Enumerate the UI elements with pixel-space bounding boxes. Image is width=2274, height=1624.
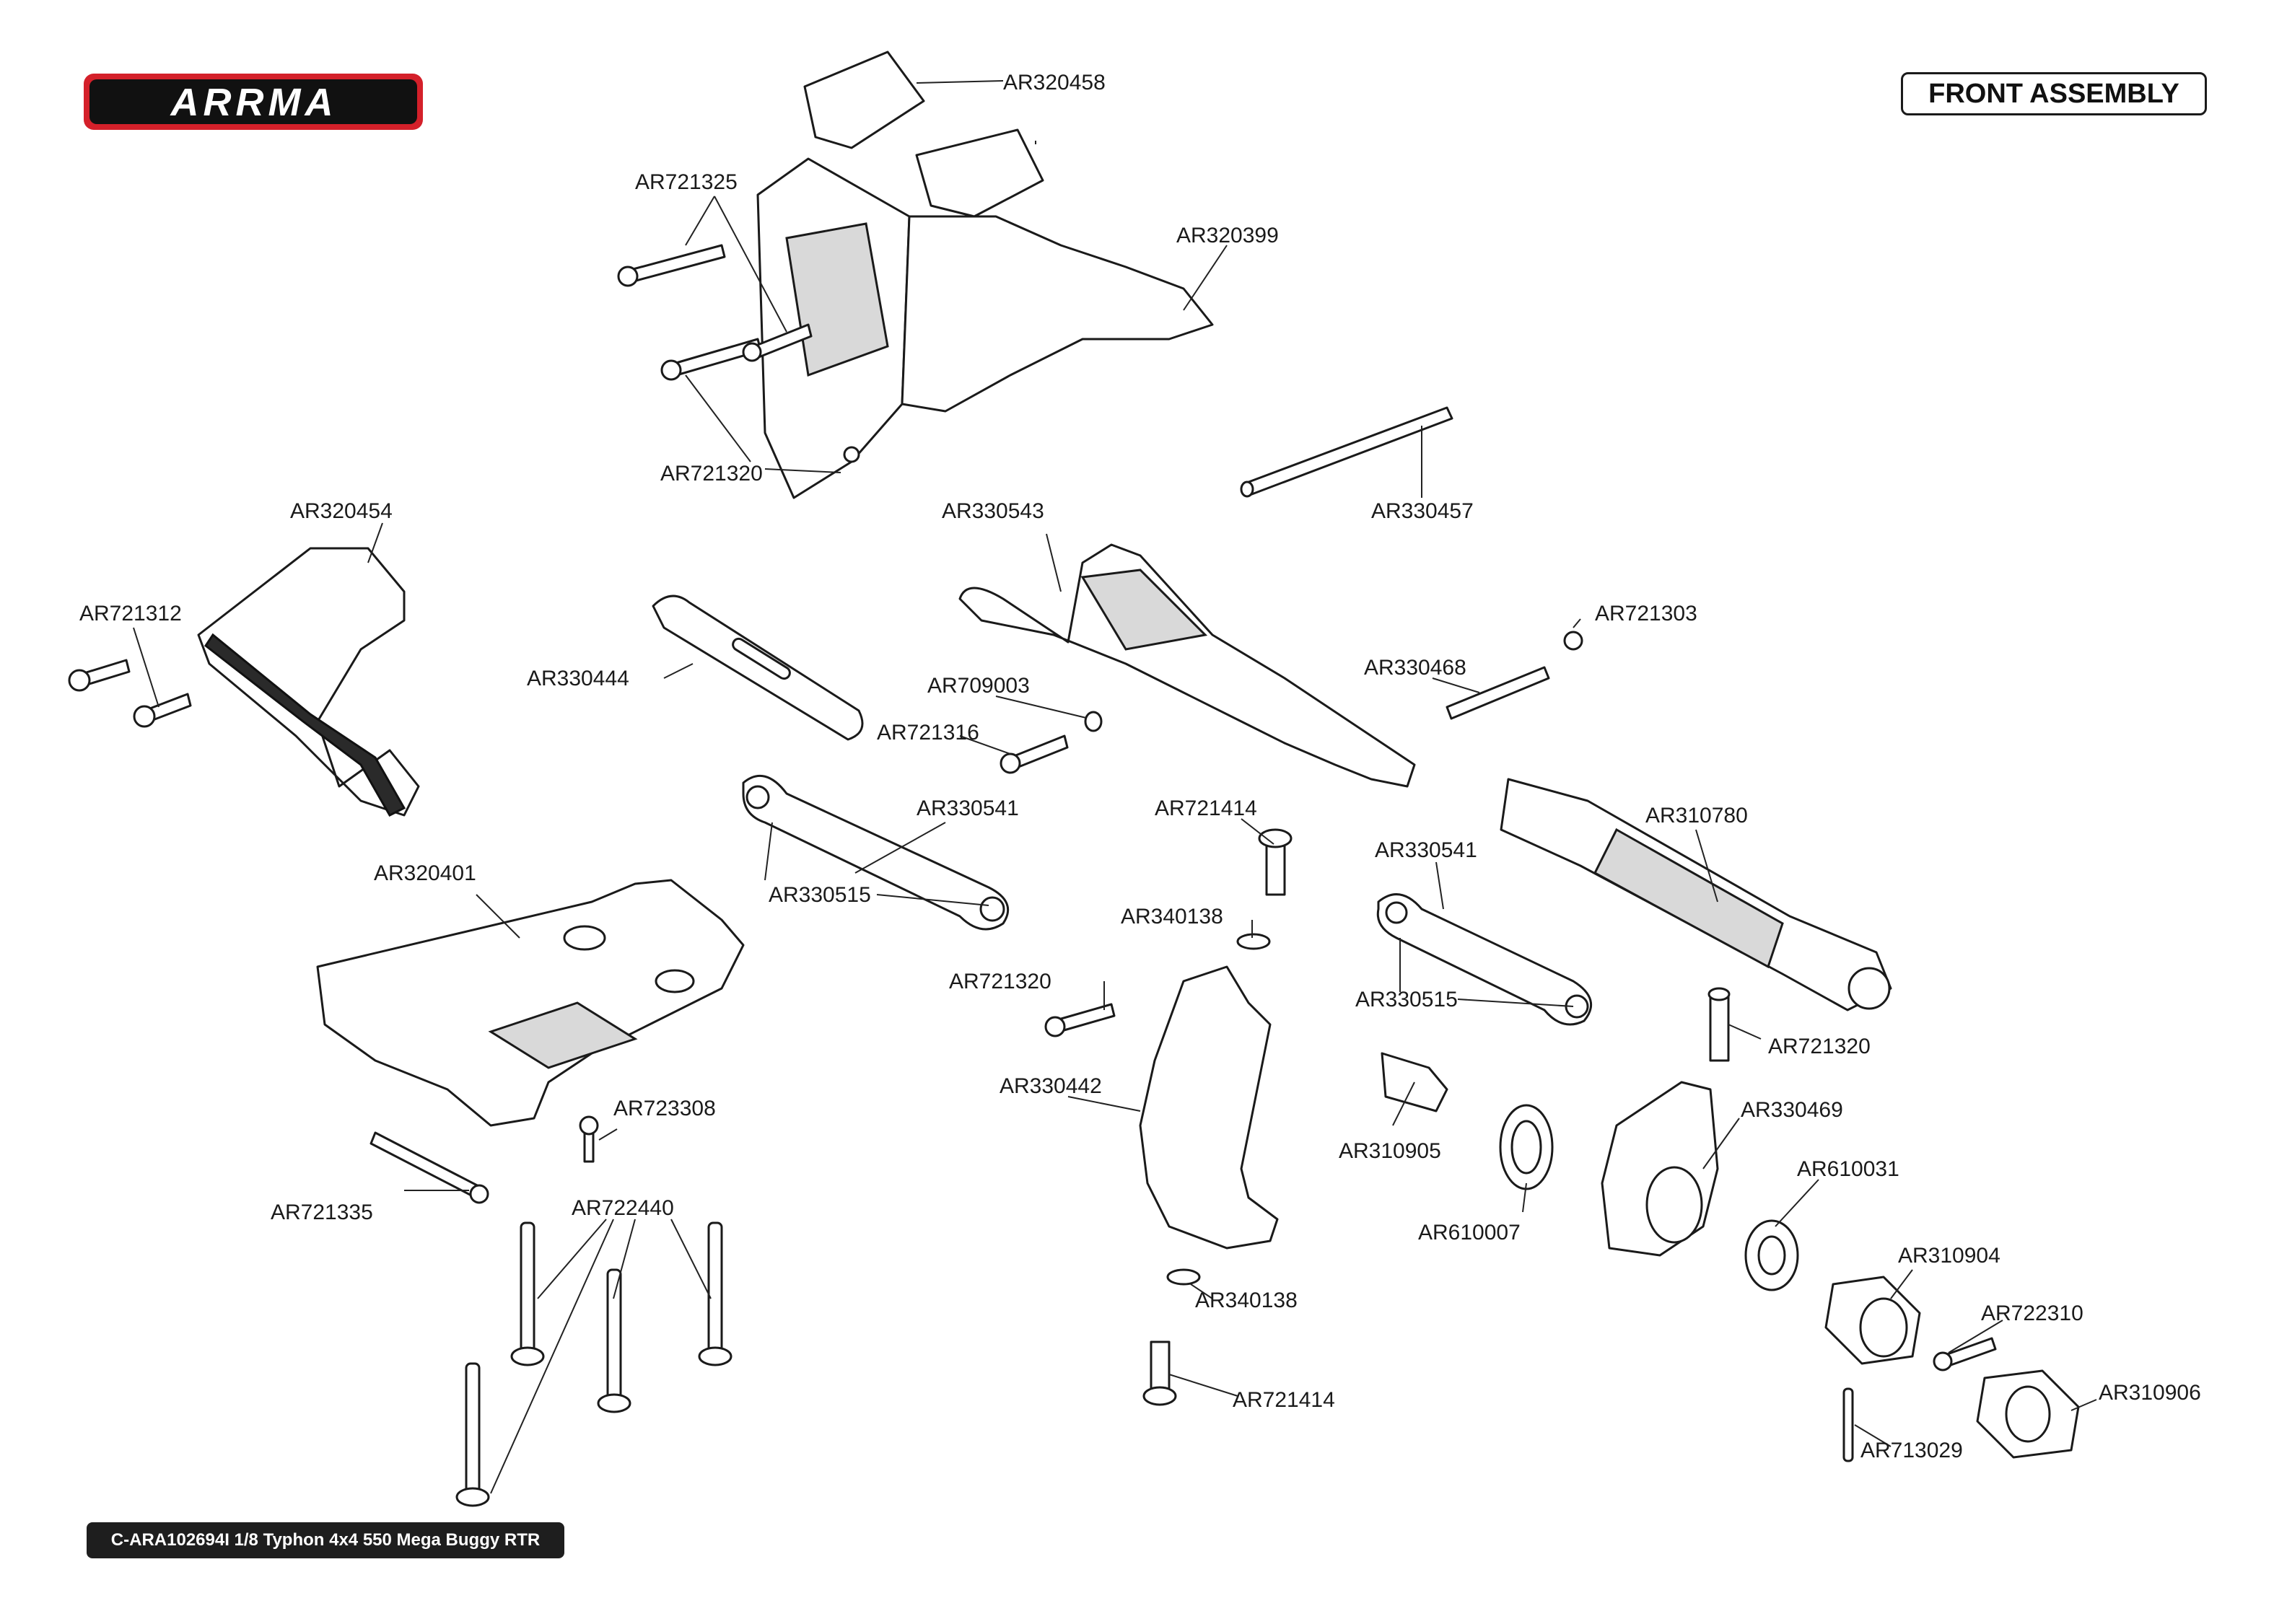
shock-tower: [756, 157, 1214, 499]
part-label: AR721335: [271, 1201, 373, 1224]
part-label: AR721325: [635, 170, 738, 194]
steering-block: [1139, 965, 1279, 1250]
part-label: AR310905: [1339, 1139, 1441, 1163]
part-label: AR330457: [1371, 499, 1474, 523]
part-label: AR721320: [1768, 1035, 1871, 1058]
part-label: AR330515: [1355, 988, 1458, 1011]
part-label: AR713029: [1860, 1439, 1963, 1462]
product-footer: C-ARA102694I 1/8 Typhon 4x4 550 Mega Bug…: [87, 1522, 564, 1558]
part-label: AR310906: [2099, 1381, 2201, 1405]
part-label: AR721414: [1155, 796, 1257, 820]
part-label: AR320399: [1176, 224, 1279, 247]
part-label: AR330444: [527, 667, 629, 690]
part-label: AR610007: [1418, 1221, 1521, 1245]
logo-wordmark: ARRMA: [170, 81, 338, 124]
part-label: AR310780: [1645, 804, 1748, 828]
steering-link-left: [742, 775, 1010, 931]
screws-top: [617, 244, 860, 463]
part-label: AR320401: [374, 861, 476, 885]
part-label: AR330469: [1741, 1098, 1843, 1122]
cv-driveshaft: [1500, 778, 1892, 1011]
part-label: AR709003: [927, 674, 1030, 698]
part-label: AR320458: [1003, 71, 1106, 95]
part-label: AR330541: [1375, 838, 1477, 862]
part-label: AR722310: [1981, 1302, 2083, 1325]
hex-hub-and-nut: [1744, 1219, 2080, 1462]
part-label: AR721414: [1233, 1388, 1335, 1412]
skid-plate-screws: [369, 1115, 599, 1204]
part-label: AR721312: [79, 602, 182, 626]
part-label: AR330543: [942, 499, 1044, 523]
part-label: AR310904: [1898, 1244, 2000, 1268]
long-screws: [455, 1221, 733, 1507]
bushings-and-pins: [1044, 828, 1293, 1406]
small-screw-washer: [1000, 631, 1583, 774]
section-title: FRONT ASSEMBLY: [1901, 72, 2207, 115]
hinge-pin-short: [1446, 666, 1550, 720]
hinge-pin-long: [1240, 406, 1453, 498]
axle-and-bearing: [1381, 1052, 1554, 1190]
steering-link-right: [1376, 893, 1592, 1026]
upper-link-plate: [652, 594, 864, 741]
lower-a-arm: [958, 543, 1416, 788]
part-label: AR721316: [877, 721, 979, 745]
bumper-screws: [68, 659, 192, 728]
shock-tower-caps: [803, 51, 1044, 218]
part-label: AR721320: [949, 970, 1051, 993]
steering-knuckle: [1601, 987, 1731, 1257]
part-label: AR330468: [1364, 656, 1466, 680]
arrma-logo: ARRMA: [81, 69, 427, 134]
part-label: AR340138: [1195, 1289, 1298, 1312]
front-skid-plate: [316, 879, 745, 1127]
part-labels: AR320458 AR721325 AR320399 AR721320 AR33…: [79, 71, 2201, 1462]
part-label: AR340138: [1121, 905, 1223, 929]
part-label: AR610031: [1797, 1157, 1899, 1181]
part-label: AR330442: [1000, 1074, 1102, 1098]
leader-lines: [133, 80, 2097, 1494]
part-label: AR721303: [1595, 602, 1697, 626]
part-label: AR722440: [572, 1196, 674, 1220]
front-bumper: [197, 547, 420, 817]
part-label: AR330515: [769, 883, 871, 907]
part-label: AR723308: [613, 1097, 716, 1120]
part-label: AR721320: [660, 462, 763, 486]
logo-backplate: [89, 79, 417, 124]
part-label: AR320454: [290, 499, 393, 523]
part-label: AR330541: [917, 796, 1019, 820]
